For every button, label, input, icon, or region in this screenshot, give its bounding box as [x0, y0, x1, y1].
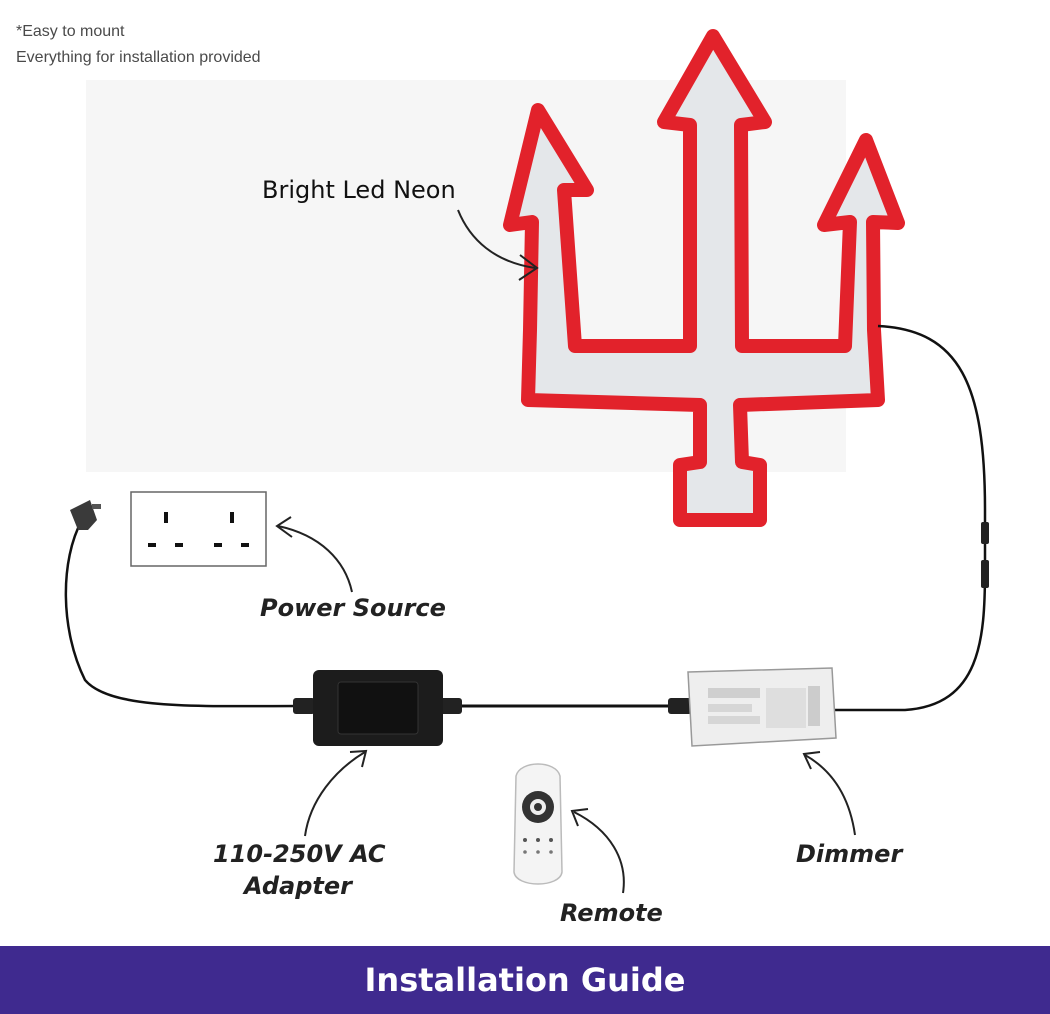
plug-icon	[70, 500, 97, 530]
remote-label: Remote	[560, 899, 663, 927]
arrowhead-neon	[518, 254, 539, 281]
plug-pin	[92, 504, 101, 509]
power-source-label: Power Source	[260, 594, 446, 622]
adapter-label-line2: Adapter	[244, 872, 352, 900]
adapter-label-line1: 110-250V AC	[213, 840, 386, 868]
arrow-to-neon	[457, 209, 536, 269]
wall-socket	[130, 491, 267, 567]
arrowhead-dimmer	[802, 751, 821, 770]
remote-control	[513, 763, 563, 885]
installation-guide-title: Installation Guide	[364, 961, 686, 999]
arrowhead-remote	[570, 808, 589, 827]
arrow-to-remote	[573, 811, 625, 894]
arrow-to-dimmer	[804, 754, 856, 836]
dimmer-label: Dimmer	[796, 840, 903, 868]
dimmer-unit	[668, 667, 837, 747]
bright-led-neon-label: Bright Led Neon	[262, 176, 456, 204]
installation-diagram	[64, 29, 989, 894]
cable-connector	[981, 522, 989, 544]
arrow-to-adapter	[304, 751, 366, 837]
installation-guide-banner: Installation Guide	[0, 946, 1050, 1014]
arrowhead-adapter	[349, 749, 368, 768]
ac-adapter	[293, 670, 462, 746]
cable-neon-to-dimmer	[835, 324, 987, 712]
trident-neon-sign	[503, 29, 905, 527]
note-easy-to-mount: *Easy to mount	[16, 23, 125, 40]
cable-plug-to-adapter	[64, 519, 301, 708]
cable-connector-2	[981, 560, 989, 588]
arrowhead-power-source	[275, 516, 293, 538]
note-installation-provided: Everything for installation provided	[16, 49, 261, 66]
arrow-to-power-source	[277, 525, 353, 593]
